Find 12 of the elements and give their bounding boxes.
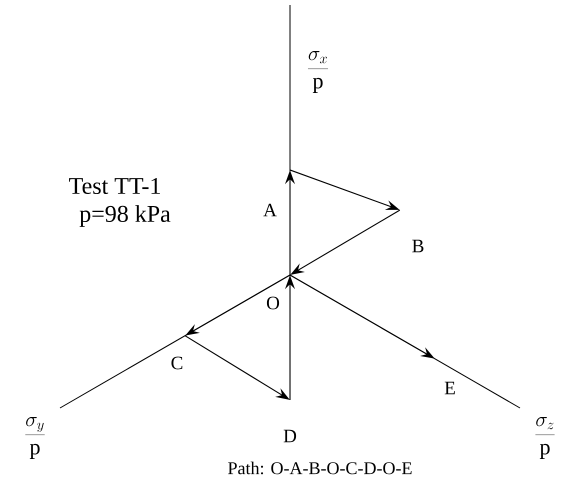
path-caption: Path: O-A-B-O-C-D-O-E bbox=[228, 462, 412, 474]
test-note: Test TT-1 bbox=[69, 178, 160, 194]
point-label: C bbox=[171, 356, 182, 370]
axis-label: $\frac{\sigma_y}{\mathrm{p}}$ bbox=[25, 417, 45, 459]
point-label: B bbox=[412, 240, 424, 252]
axis-label: $\frac{\sigma_z}{\mathrm{p}}$ bbox=[535, 417, 555, 459]
point-label: A bbox=[263, 204, 277, 216]
point-label: E bbox=[444, 382, 455, 394]
axis-label: $\frac{\sigma_x}{\mathrm{p}}$ bbox=[308, 51, 328, 93]
point-label: O bbox=[266, 296, 280, 310]
point-label: D bbox=[284, 430, 296, 442]
test-note: p=98 kPa bbox=[80, 205, 170, 227]
